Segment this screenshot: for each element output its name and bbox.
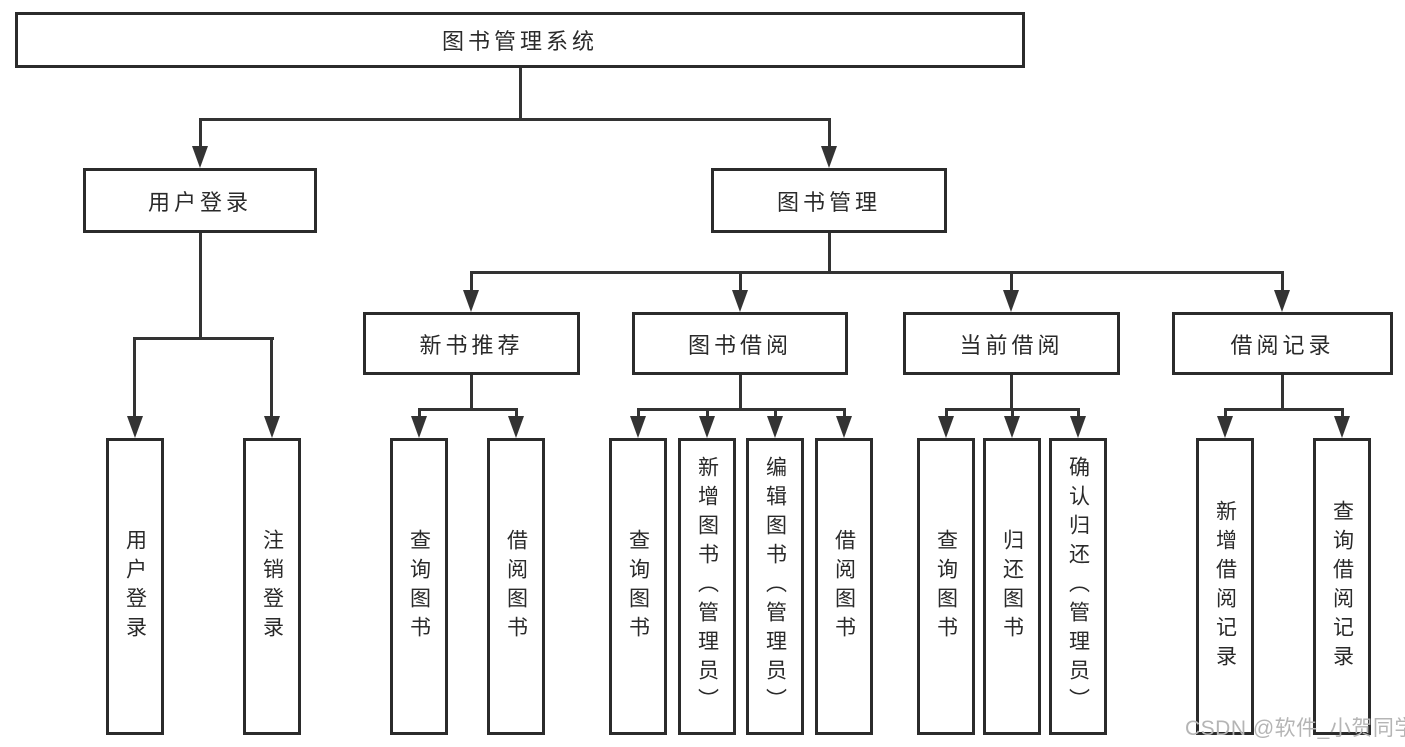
arrow-down-icon [699,416,715,438]
node-label: 用户登录 [123,528,147,645]
node-label: 注销登录 [260,528,284,645]
arrow-down-icon [836,416,852,438]
connector-line [1077,408,1080,420]
connector-line [133,337,136,419]
arrow-down-icon [508,416,524,438]
node-label: 用户登录 [147,189,252,215]
arrow-down-icon [732,290,748,312]
connector-line [637,408,640,420]
node-label: 新增借阅记录 [1213,499,1237,674]
leaf-newbook-borrow-books: 借阅图书 [487,438,545,735]
node-label: 查询借阅记录 [1330,499,1354,674]
node-label: 图书借阅 [687,332,792,358]
connector-line [199,118,202,152]
connector-line [133,337,274,340]
connector-line [418,408,518,411]
arrow-down-icon [411,416,427,438]
node-label: 当前借阅 [959,332,1064,358]
connector-line [1341,408,1344,420]
connector-line [828,233,831,274]
arrow-down-icon [1003,290,1019,312]
arrow-down-icon [1334,416,1350,438]
arrow-down-icon [127,416,143,438]
connector-line [1281,271,1284,293]
node-label: 查询图书 [407,528,431,645]
connector-line [1010,375,1013,411]
leaf-current-confirm-return-admin: 确认归还（管理员） [1049,438,1107,735]
node-label: 新增图书（管理员） [695,456,719,717]
leaf-user-login: 用户登录 [106,438,164,735]
connector-line [843,408,846,420]
node-label: 借阅图书 [504,528,528,645]
connector-line [1281,375,1284,411]
leaf-current-query-books: 查询图书 [917,438,975,735]
connector-line [470,271,473,293]
node-library-system: 图书管理系统 [15,12,1025,68]
connector-line [1224,408,1344,411]
connector-line [418,408,421,420]
leaf-borrowing-add-books-admin: 新增图书（管理员） [678,438,736,735]
leaf-records-query-record: 查询借阅记录 [1313,438,1371,735]
connector-line [706,408,709,420]
node-label: 新书推荐 [419,332,524,358]
arrow-down-icon [463,290,479,312]
arrow-down-icon [192,146,208,168]
leaf-current-return-books: 归还图书 [983,438,1041,735]
connector-line [470,271,1283,274]
connector-line [519,68,522,118]
arrow-down-icon [1217,416,1233,438]
node-label: 查询图书 [934,528,958,645]
arrow-down-icon [1274,290,1290,312]
node-user-login: 用户登录 [83,168,317,233]
connector-line [270,337,273,419]
connector-line [1224,408,1227,420]
connector-line [1011,408,1014,420]
arrow-down-icon [1070,416,1086,438]
node-label: 借阅图书 [832,528,856,645]
node-label: 图书管理 [776,189,881,215]
node-new-book-recommend: 新书推荐 [363,312,580,375]
connector-line [739,271,742,293]
connector-line [515,408,518,420]
node-borrow-records: 借阅记录 [1172,312,1393,375]
connector-line [774,408,777,420]
leaf-logout: 注销登录 [243,438,301,735]
leaf-borrowing-query-books: 查询图书 [609,438,667,735]
node-book-borrowing: 图书借阅 [632,312,848,375]
connector-line [637,408,846,411]
leaf-records-add-record: 新增借阅记录 [1196,438,1254,735]
node-label: 借阅记录 [1230,332,1335,358]
arrow-down-icon [821,146,837,168]
arrow-down-icon [630,416,646,438]
connector-line [470,375,473,411]
watermark-text: CSDN @软件_小贺同学 [1185,717,1405,740]
connector-line [739,375,742,411]
leaf-newbook-query-books: 查询图书 [390,438,448,735]
arrow-down-icon [938,416,954,438]
arrow-down-icon [264,416,280,438]
connector-line [1010,271,1013,293]
node-book-management: 图书管理 [711,168,947,233]
connector-line [945,408,948,420]
connector-line [199,233,202,340]
connector-line [199,118,831,121]
node-label: 图书管理系统 [441,29,598,54]
connector-line [828,118,831,152]
node-label: 归还图书 [1000,528,1024,645]
leaf-borrowing-borrow-books: 借阅图书 [815,438,873,735]
leaf-borrowing-edit-books-admin: 编辑图书（管理员） [746,438,804,735]
arrow-down-icon [1004,416,1020,438]
node-current-borrowing: 当前借阅 [903,312,1120,375]
node-label: 查询图书 [626,528,650,645]
node-label: 编辑图书（管理员） [763,456,787,717]
node-label: 确认归还（管理员） [1066,456,1090,717]
arrow-down-icon [767,416,783,438]
